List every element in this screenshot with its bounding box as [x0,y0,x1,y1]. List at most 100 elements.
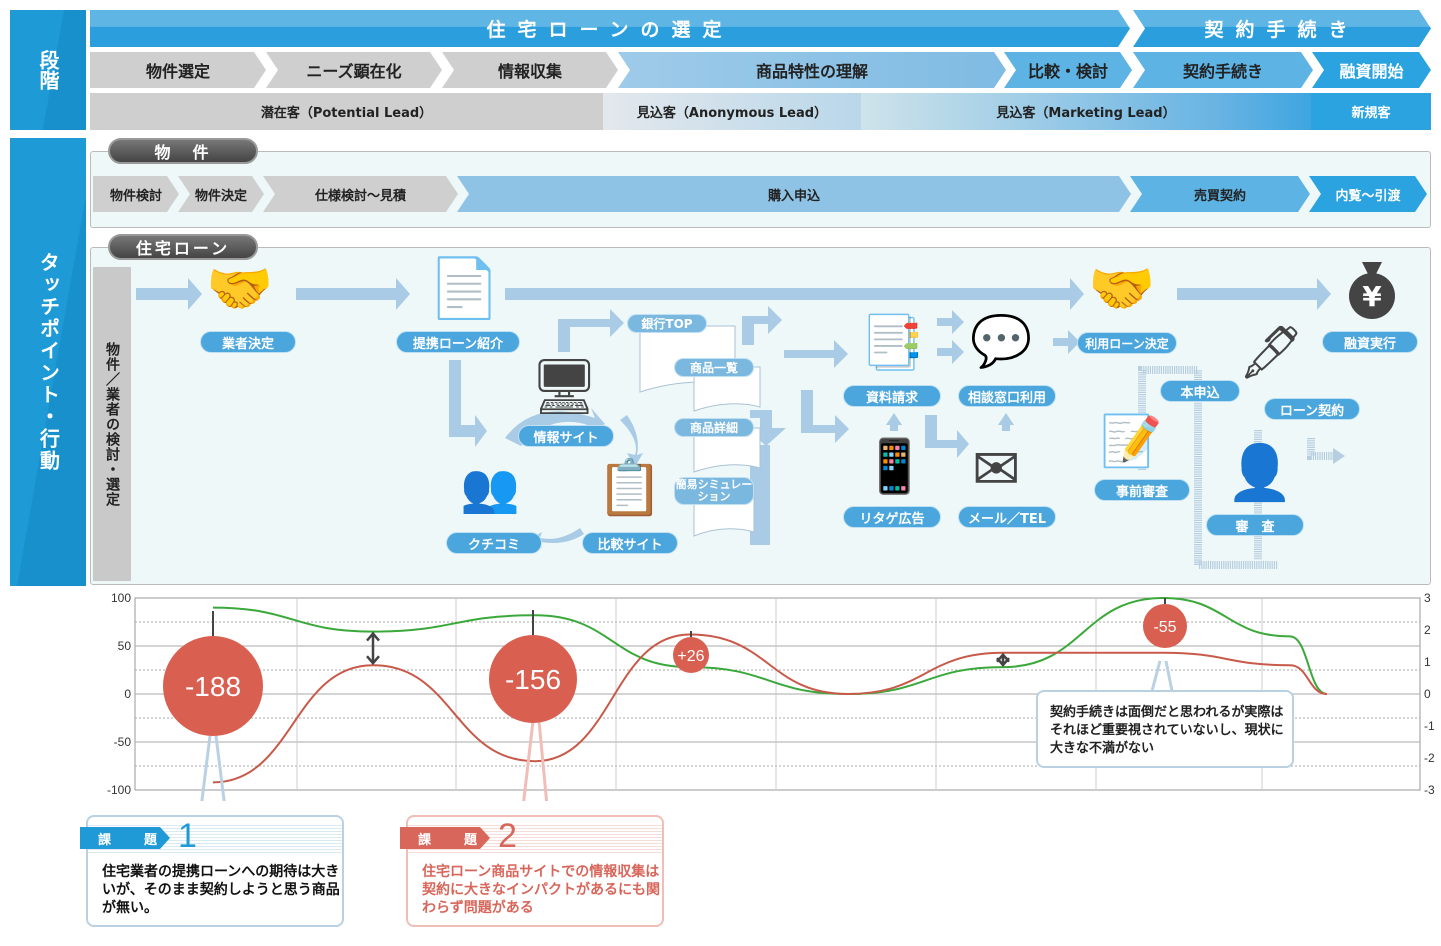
loan-side-label: 物件／業者の検討・選定 [93,267,131,581]
arrow [937,310,964,334]
handshake-icon: 🤝 [1088,257,1156,320]
arrow [1333,448,1345,464]
note-callout: 契約手続きは面倒だと思われるが実際はそれほど重要視されていないし、現状に大きな不… [1036,690,1294,768]
left-tick-label: 100 [111,591,131,605]
phase-label: 契約手続き [1204,19,1360,41]
right-tick-label: 3 [1424,591,1431,605]
tag-disbursement: 融資実行 [1322,331,1418,353]
lead-potential: 潜在客（Potential Lead） [90,93,603,130]
step-needs: ニーズ顕在化 [266,52,442,88]
gap-label: +26 [677,648,704,665]
gap-bubble [489,635,577,723]
tag-partner-loan: 提携ローン紹介 [396,331,520,353]
tag-product-list: 商品一覧 [674,358,754,377]
lead-marketing: 見込客（Marketing Lead） [861,93,1311,130]
callout-tail [1150,660,1174,692]
arrow [296,278,410,310]
step-contract: 契約手続き [1133,52,1313,88]
arrow [801,390,849,443]
memo-icon: 📝 [1100,412,1163,470]
step-info-gathering: 情報収集 [442,52,618,88]
gap-label: -156 [505,664,561,695]
monitor-icon: 🖥 [530,355,599,418]
arrow [925,415,969,458]
arrow [1177,278,1331,310]
right-tick-label: -1 [1424,719,1435,733]
left-tick-label: -50 [114,735,132,749]
property-step: 内覧〜引渡 [1309,176,1427,212]
property-step: 購入申込 [457,176,1131,212]
arrow [449,360,487,447]
businessman-icon: 👤 [1226,441,1294,504]
arrow [937,340,964,364]
step-property-selection: 物件選定 [90,52,266,88]
tag-main-apply: 本申込 [1160,380,1240,402]
phase-label: 住宅ローンの選定 [486,19,734,41]
touchpoint-sidebar-label: タッチポイント・行動 [10,138,86,586]
document-icon: 📄 [428,254,501,322]
arrow [750,445,770,545]
note-text: 契約手続きは面倒だと思われるが実際はそれほど重要視されていないし、現状に大きな不… [1050,705,1284,756]
lead-new-customer: 新規客 [1311,93,1431,130]
gap-label: -188 [185,671,241,702]
right-tick-label: -2 [1424,751,1435,765]
right-tick-label: 0 [1424,687,1431,701]
tag-product-detail: 商品詳細 [674,418,754,437]
arrow [784,340,848,368]
issue-title: 課 題 [400,827,490,849]
tag-pre-screen: 事前審査 [1094,479,1190,501]
lead-anonymous: 見込客（Anonymous Lead） [603,93,861,130]
loan-header: 住宅ローン [108,234,258,260]
gap-bubble [1143,604,1187,648]
right-tick-label: 1 [1424,655,1431,669]
svg-text:¥: ¥ [1362,280,1382,313]
gap-arrow [996,652,1010,668]
callout-tail [522,720,549,801]
stage-sidebar-label: 段階 [10,10,86,130]
document-check-icon: 📑 [860,313,925,373]
issue-number: 1 [178,817,197,855]
property-step: 物件決定 [178,176,264,212]
phase-loan-selection: 住宅ローンの選定 [90,10,1130,47]
dashed-flow [1307,438,1333,460]
right-tick-label: -3 [1424,783,1435,797]
issue-text: 住宅ローン商品サイトでの情報収集は契約に大きなインパクトがあるにも関わらず問題が… [422,864,660,916]
issue-number: 2 [498,817,517,855]
meeting-icon: 💬 [970,312,1033,370]
tag-review: クチコミ [446,532,542,554]
tag-doc-request: 資料請求 [843,385,941,407]
issue-card-2: 課 題 2 住宅ローン商品サイトでの情報収集は契約に大きなインパクトがあるにも関… [406,815,664,927]
mail-icon: ✉ [972,435,1021,503]
issue-title: 課 題 [80,827,170,849]
property-step: 仕様検討〜見積 [263,176,458,212]
left-tick-label: 50 [118,639,132,653]
gap-bubble [163,636,263,736]
dashed-flow [1138,366,1278,569]
series-line-satisfaction [212,633,1328,784]
arrow [886,413,902,431]
page-shape [693,366,761,412]
phase-contract: 契約手続き [1133,10,1431,47]
arrow [558,309,624,352]
arrow [742,306,782,345]
arrow [1053,330,1080,354]
page-shape [693,427,761,473]
clipboard-icon: 📋 [596,456,664,519]
tag-loan-contract: ローン契約 [1264,398,1360,420]
gap-label: -55 [1153,619,1176,636]
issue-card-1: 課 題 1 住宅業者の提携ローンへの期待は大きいが、そのまま契約しようと思う商品… [86,815,344,927]
tag-retarget: リタゲ広告 [843,506,941,528]
gap-bubble [673,637,709,673]
tag-mail-tel: メール／TEL [958,506,1056,528]
arrow [136,278,202,310]
step-comparison: 比較・検討 [1004,52,1132,88]
tag-bank-top: 銀行TOP [627,314,707,333]
tag-screening: 審 査 [1206,514,1304,536]
issue-text: 住宅業者の提携ローンへの期待は大きいが、そのまま契約しようと思う商品が無い。 [102,864,340,916]
tag-compare-site: 比較サイト [582,532,678,554]
tag-consult: 相談窓口利用 [958,385,1056,407]
step-loan-start: 融資開始 [1312,52,1431,88]
tag-vendor: 業者決定 [200,331,296,353]
money-bag-icon: ¥ [1342,258,1402,320]
people-chat-icon: 👥 [460,460,520,516]
